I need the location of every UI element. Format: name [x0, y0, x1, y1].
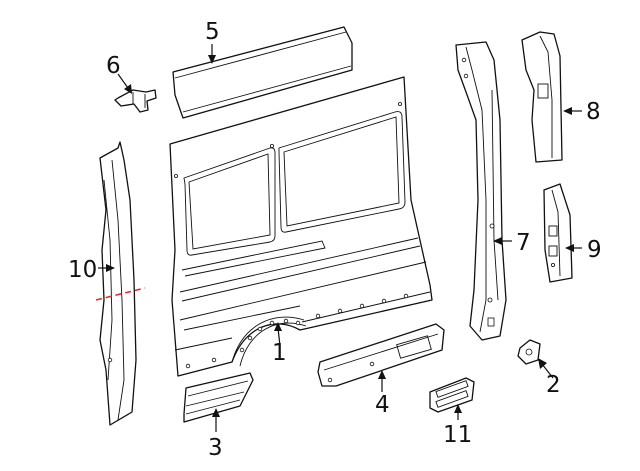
part-11-vent — [429, 377, 475, 413]
part-7-pillar — [455, 41, 507, 341]
callout-6: 6 — [106, 53, 121, 79]
callout-7: 7 — [516, 230, 531, 256]
callout-3: 3 — [208, 435, 223, 461]
part-2-plate — [517, 339, 541, 365]
part-5-upper-panel — [172, 26, 353, 119]
part-1-side-panel — [169, 76, 433, 377]
part-9-reinforcement — [543, 183, 573, 283]
part-10-front-pillar — [99, 141, 137, 426]
part-3-rocker-section — [183, 372, 254, 423]
cut-line — [95, 287, 146, 301]
callout-5: 5 — [205, 19, 220, 45]
callout-1: 1 — [272, 340, 287, 366]
callout-8: 8 — [586, 99, 601, 125]
callout-2: 2 — [546, 372, 561, 398]
callout-10: 10 — [68, 257, 97, 283]
callout-9: 9 — [587, 237, 602, 263]
part-6-bracket — [114, 89, 157, 113]
part-8-upper-pillar — [521, 31, 563, 163]
callout-11: 11 — [443, 422, 472, 448]
callout-4: 4 — [375, 392, 390, 418]
part-4-rocker-panel — [317, 323, 445, 387]
leader-lines — [98, 44, 582, 432]
